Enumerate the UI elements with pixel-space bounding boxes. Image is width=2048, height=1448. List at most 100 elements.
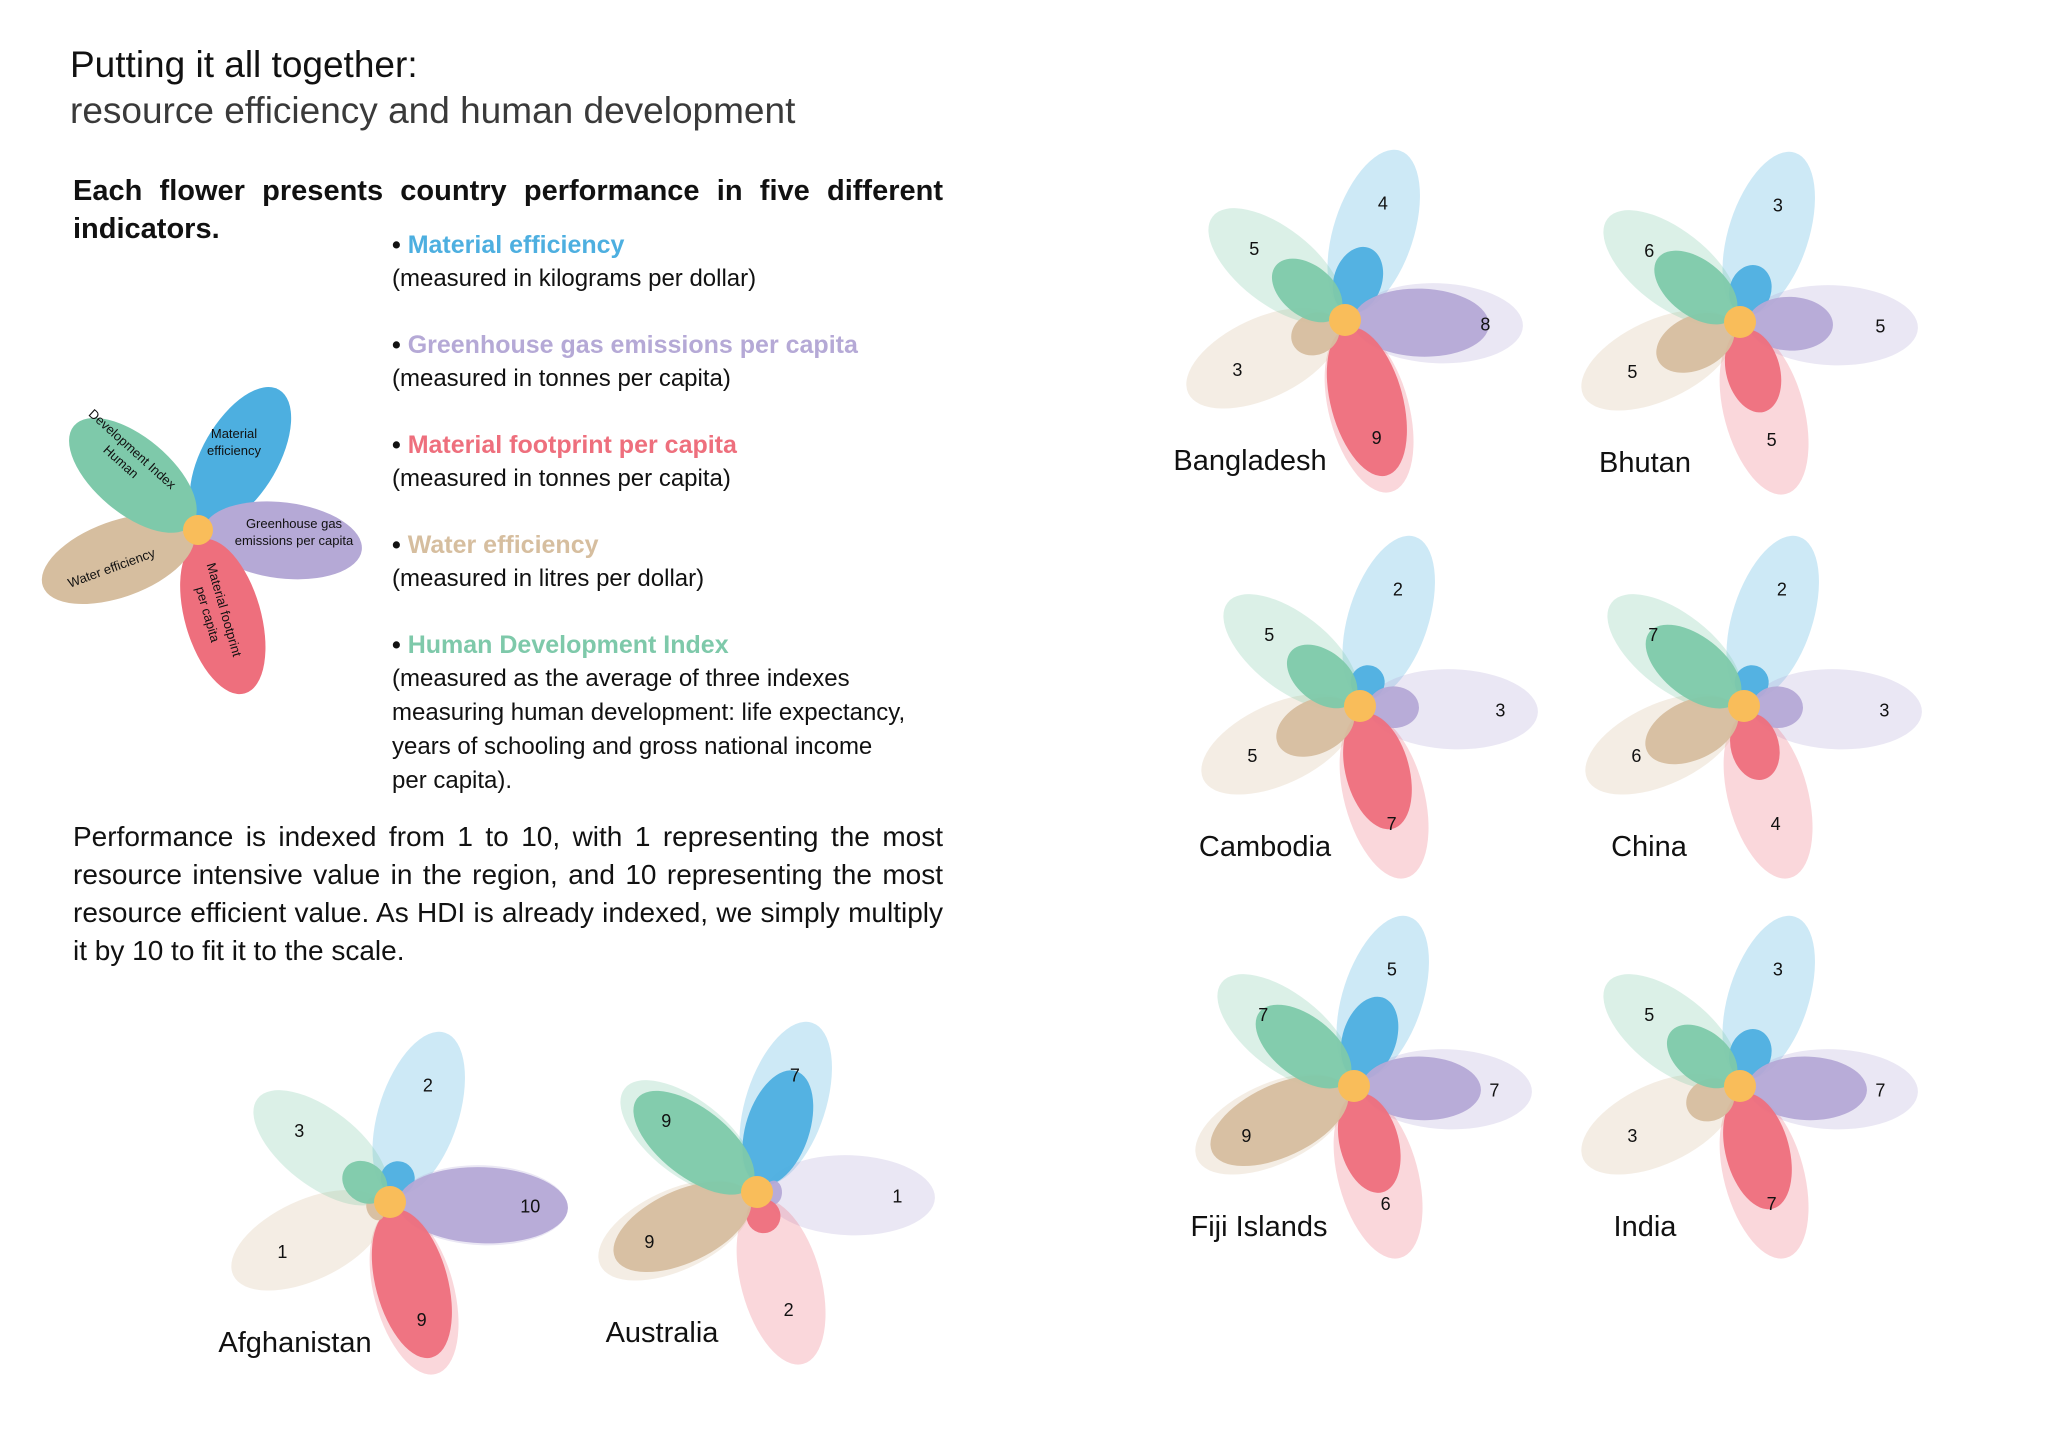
page-title: Putting it all together:: [70, 44, 418, 85]
australia-ghg-max-petal: [764, 1155, 935, 1236]
bhutan-ghg-value-label: 5: [1875, 316, 1885, 336]
china-footprint-value-label: 4: [1771, 814, 1781, 834]
bangladesh-footprint-petal: [1326, 327, 1407, 477]
bangladesh-country-label: Bangladesh: [1173, 445, 1326, 477]
fiji-islands-country-label: Fiji Islands: [1191, 1211, 1328, 1243]
china-ghg-value-label: 3: [1879, 700, 1889, 720]
afghanistan-country-label: Afghanistan: [218, 1327, 371, 1359]
china-material-value-label: 2: [1777, 580, 1787, 600]
bangladesh-water-petal: [1291, 312, 1340, 356]
cambodia-material-max-petal: [1342, 535, 1435, 700]
cambodia-country-label: Cambodia: [1199, 831, 1332, 863]
fiji-islands-water-petal: [1210, 1075, 1349, 1167]
legend-item-material: • Material efficiency (measured in kilog…: [392, 228, 912, 296]
bangladesh-hdi-petal: [1271, 258, 1343, 323]
australia-country-label: Australia: [606, 1317, 720, 1349]
bhutan-country-label: Bhutan: [1599, 447, 1691, 479]
cambodia-material-value-label: 2: [1393, 580, 1403, 600]
australia-footprint-value-label: 2: [784, 1300, 794, 1320]
legend-item-water: • Water efficiency (measured in litres p…: [392, 528, 912, 596]
india-flower-center: [1724, 1070, 1756, 1102]
bhutan-footprint-value-label: 5: [1767, 430, 1777, 450]
bhutan-hdi-value-label: 6: [1644, 241, 1654, 261]
cambodia-ghg-petal: [1367, 686, 1419, 728]
afghanistan-water-value-label: 1: [277, 1242, 287, 1262]
afghanistan-water-max-petal: [231, 1189, 385, 1291]
australia-ghg-value-label: 1: [892, 1186, 902, 1206]
bangladesh-ghg-value-label: 8: [1480, 314, 1490, 334]
fiji-islands-material-petal: [1340, 996, 1399, 1080]
china-water-value-label: 6: [1631, 746, 1641, 766]
afghanistan-material-max-petal: [372, 1031, 465, 1196]
fiji-islands-material-value-label: 5: [1387, 960, 1397, 980]
china-water-petal: [1645, 696, 1739, 765]
bangladesh-footprint-value-label: 9: [1372, 428, 1382, 448]
legend-desc: (measured in litres per dollar): [392, 565, 705, 592]
australia-hdi-value-label: 9: [661, 1111, 671, 1131]
cambodia-hdi-value-label: 5: [1264, 625, 1274, 645]
key-flower-center: [183, 515, 213, 545]
fiji-islands-footprint-value-label: 6: [1381, 1194, 1391, 1214]
china-footprint-petal: [1730, 713, 1780, 780]
bhutan-ghg-petal: [1747, 296, 1833, 351]
fiji-islands-ghg-value-label: 7: [1489, 1080, 1499, 1100]
china-material-max-petal: [1726, 535, 1819, 700]
fiji-islands-hdi-petal: [1255, 1004, 1352, 1089]
china-hdi-petal: [1645, 624, 1742, 709]
performance-note: Performance is indexed from 1 to 10, wit…: [73, 821, 943, 966]
bangladesh-material-petal: [1332, 246, 1384, 314]
cambodia-water-value-label: 5: [1247, 746, 1257, 766]
afghanistan-hdi-value-label: 3: [294, 1121, 304, 1141]
india-footprint-value-label: 7: [1767, 1194, 1777, 1214]
china-country-label: China: [1611, 831, 1688, 863]
fiji-islands-ghg-petal: [1361, 1056, 1481, 1121]
legend-desc: (measured in kilograms per dollar): [392, 265, 757, 292]
key-petal-footprint: [180, 538, 266, 695]
india-hdi-petal: [1666, 1024, 1738, 1089]
bhutan-water-value-label: 5: [1627, 362, 1637, 382]
key-petal-hdi: [69, 417, 197, 533]
afghanistan-footprint-petal: [371, 1209, 452, 1359]
bhutan-flower-center: [1724, 306, 1756, 338]
india-ghg-petal: [1747, 1056, 1867, 1121]
fiji-islands-footprint-petal: [1337, 1093, 1401, 1193]
india-water-petal: [1686, 1078, 1735, 1122]
india-footprint-petal: [1723, 1093, 1792, 1210]
legend-name: • Material efficiency: [392, 231, 625, 259]
china-ghg-petal: [1751, 686, 1803, 728]
bhutan-hdi-petal: [1654, 250, 1738, 325]
fiji-islands-water-value-label: 9: [1241, 1126, 1251, 1146]
india-country-label: India: [1614, 1211, 1678, 1243]
key-petal-water: [41, 514, 195, 605]
intro-text: Each flower presents country performance…: [73, 175, 943, 245]
indicator-legend: • Material efficiency (measured in kilog…: [392, 228, 912, 830]
cambodia-hdi-petal: [1286, 644, 1358, 709]
legend-desc: (measured in tonnes per capita): [392, 465, 731, 492]
bangladesh-hdi-value-label: 5: [1249, 239, 1259, 259]
legend-desc: (measured in tonnes per capita): [392, 365, 731, 392]
bangladesh-flower-center: [1329, 304, 1361, 336]
afghanistan-flower-center: [374, 1186, 406, 1218]
afghanistan-ghg-value-label: 10: [520, 1196, 540, 1216]
legend-name: • Greenhouse gas emissions per capita: [392, 331, 858, 359]
legend-item-footprint: • Material footprint per capita (measure…: [392, 428, 912, 496]
bhutan-footprint-petal: [1724, 329, 1782, 413]
afghanistan-hdi-petal: [342, 1160, 388, 1204]
china-flower-center: [1728, 690, 1760, 722]
page-subtitle: resource efficiency and human developmen…: [70, 90, 796, 131]
cambodia-ghg-max-petal: [1367, 669, 1538, 750]
australia-material-value-label: 7: [790, 1066, 800, 1086]
cambodia-footprint-value-label: 7: [1387, 814, 1397, 834]
bangladesh-ghg-petal: [1352, 288, 1489, 357]
bangladesh-water-value-label: 3: [1232, 360, 1242, 380]
